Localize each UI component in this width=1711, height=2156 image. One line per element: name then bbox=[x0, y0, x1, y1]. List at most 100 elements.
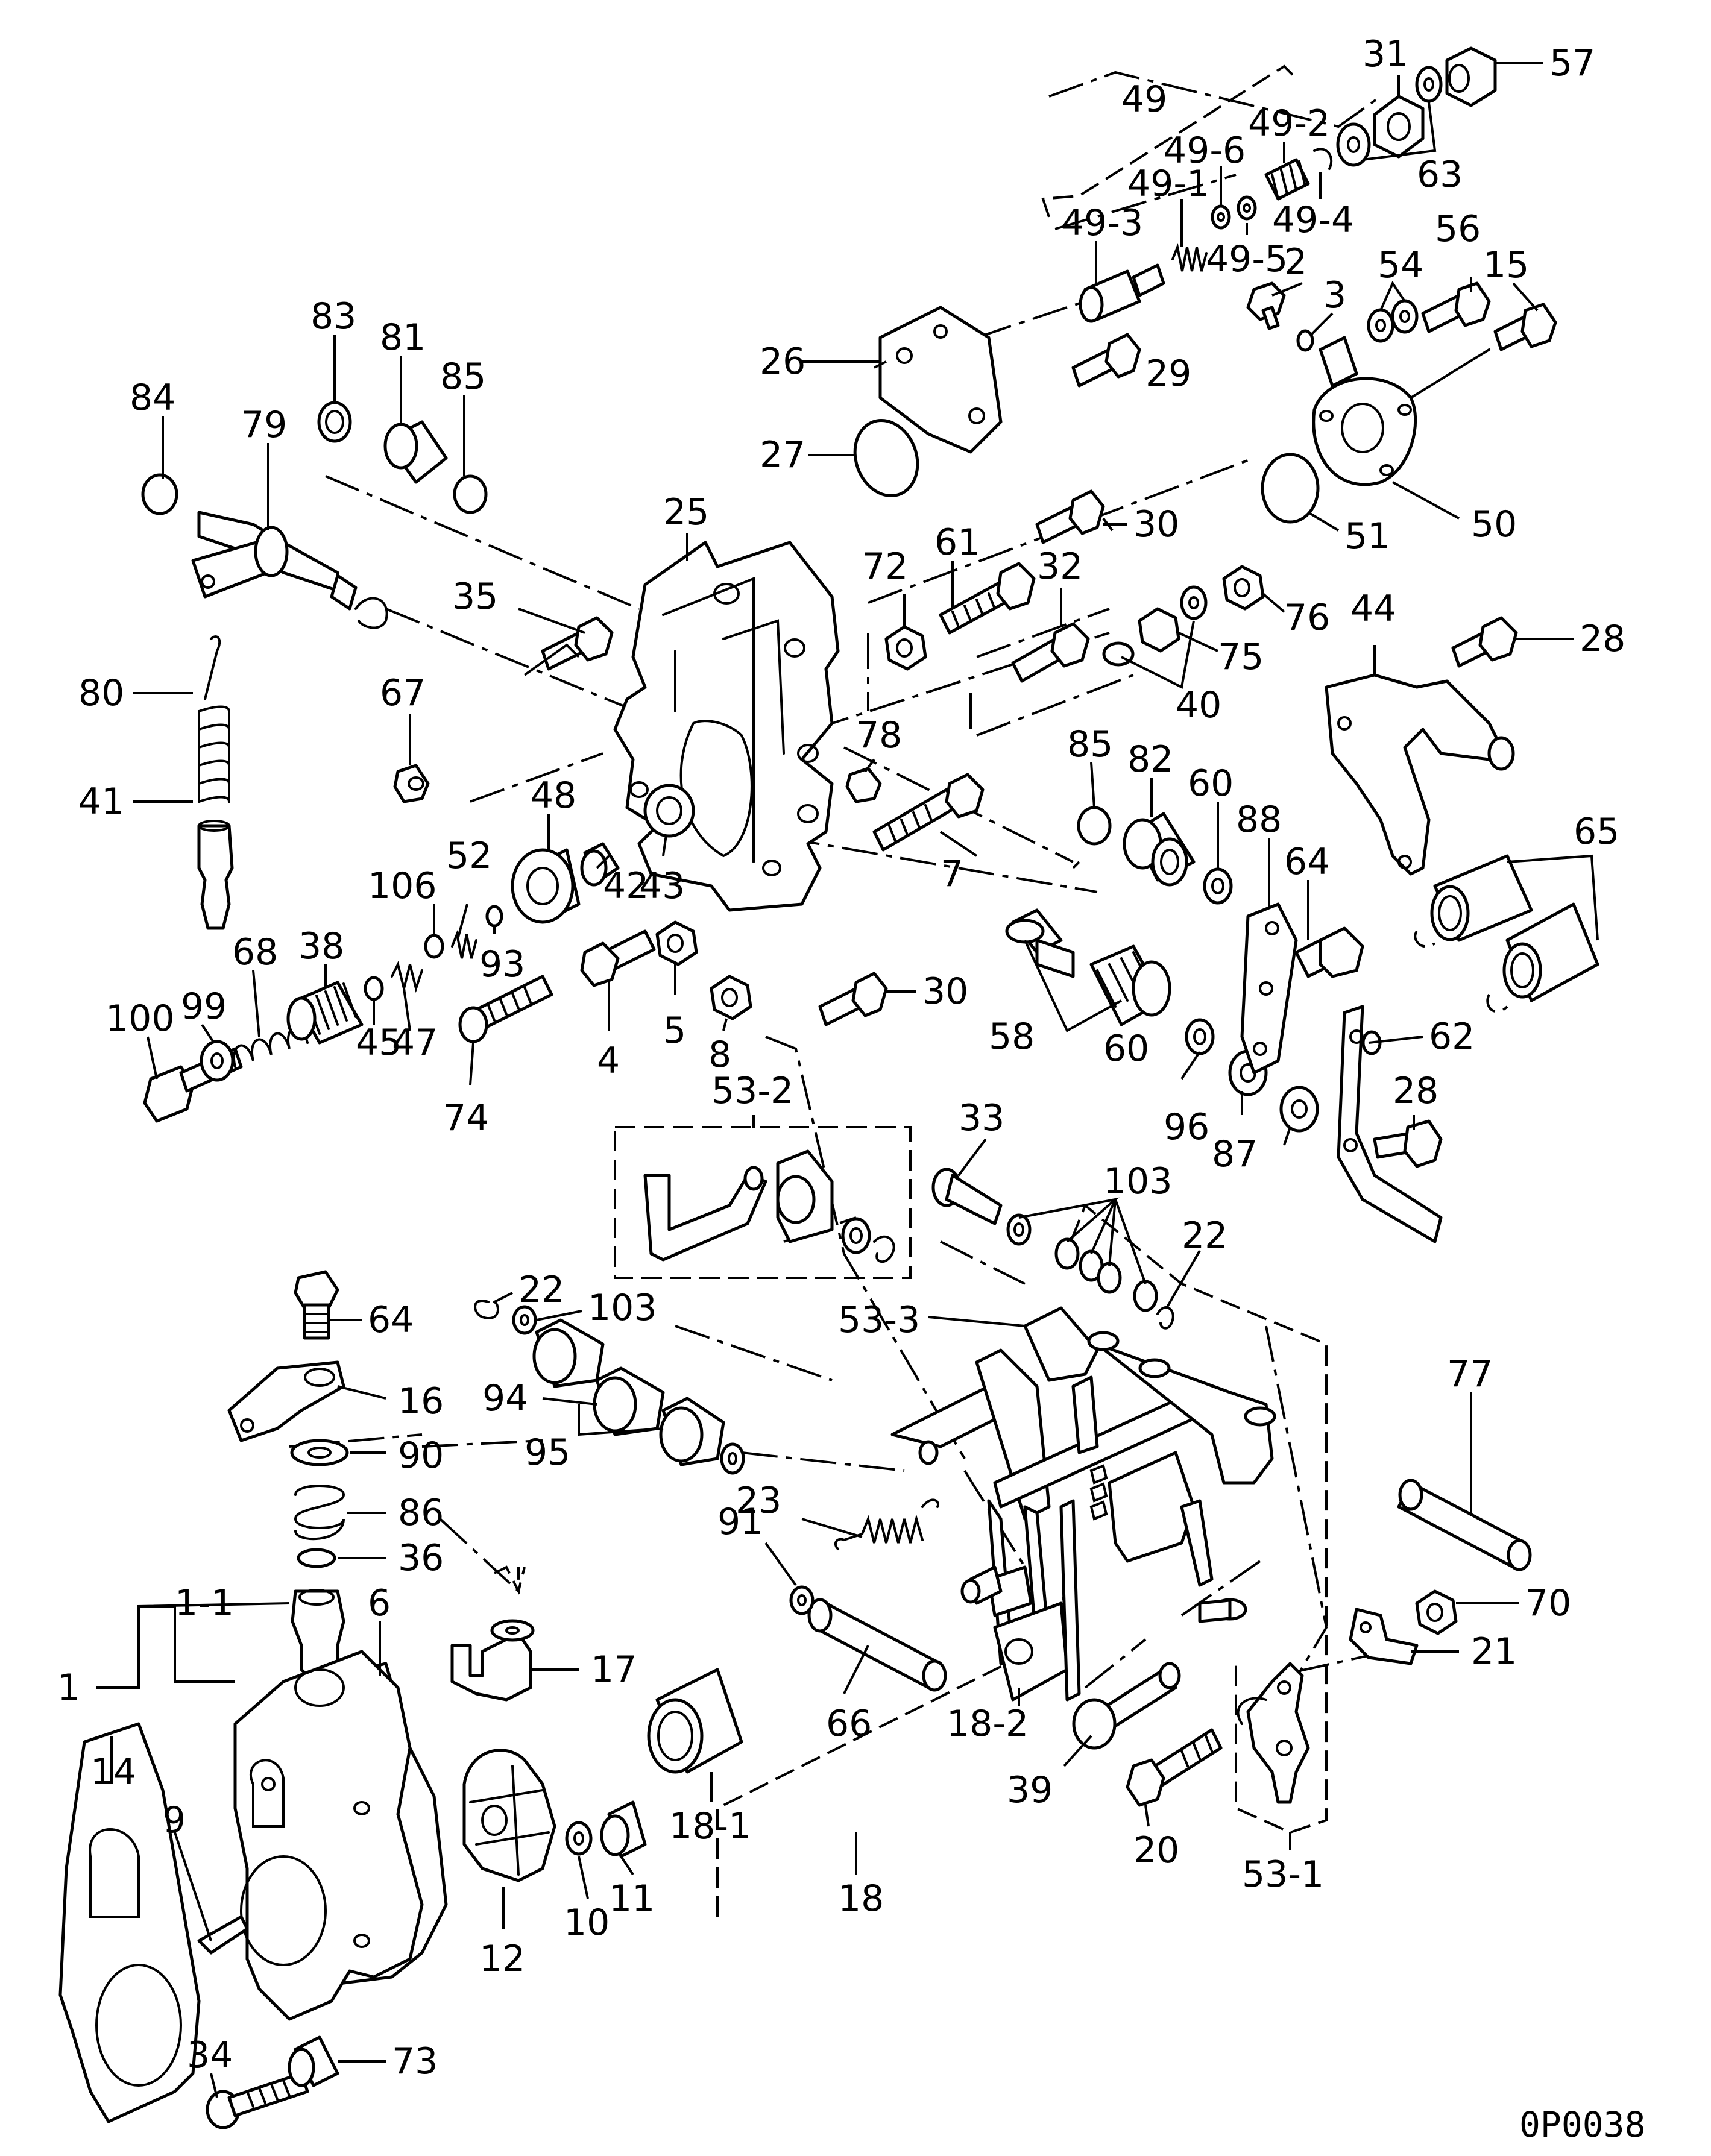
callout-76: 76 bbox=[1284, 597, 1330, 639]
bolt-28-top bbox=[1451, 616, 1518, 668]
sleeve-65 bbox=[1414, 854, 1599, 1013]
sleeve-73 bbox=[288, 2035, 339, 2087]
callout-53-1: 53-1 bbox=[1242, 1853, 1324, 1896]
bushing-43 bbox=[643, 784, 695, 838]
callout-29: 29 bbox=[1145, 353, 1191, 395]
washer-54 bbox=[1367, 299, 1419, 343]
callout-48: 48 bbox=[531, 775, 576, 817]
governor-housing-25 bbox=[613, 541, 840, 912]
callout-53-2: 53-2 bbox=[711, 1070, 793, 1112]
callout-1: 1 bbox=[57, 1667, 80, 1709]
callout-78: 78 bbox=[856, 714, 902, 756]
sleeve-11 bbox=[600, 1800, 647, 1858]
bracket-44 bbox=[1325, 673, 1515, 876]
bushing-42 bbox=[580, 842, 620, 887]
callout-85-right: 85 bbox=[1067, 723, 1113, 765]
callout-79: 79 bbox=[241, 404, 287, 446]
nut-72 bbox=[884, 625, 927, 671]
washer-60a bbox=[1203, 867, 1233, 905]
group-box-17 bbox=[494, 1565, 526, 1595]
callout-100: 100 bbox=[106, 998, 175, 1040]
callout-18-2: 18-2 bbox=[947, 1703, 1029, 1745]
callout-9: 9 bbox=[163, 1799, 186, 1841]
washer-60b bbox=[1185, 1018, 1215, 1055]
screw-30-top bbox=[1035, 489, 1105, 544]
callout-87: 87 bbox=[1212, 1133, 1258, 1175]
callout-45: 45 bbox=[356, 1022, 402, 1064]
callout-35: 35 bbox=[452, 576, 498, 618]
callout-93: 93 bbox=[479, 943, 525, 985]
collars-94-95 bbox=[532, 1318, 745, 1475]
spring-47 bbox=[391, 961, 423, 993]
o-ring-36 bbox=[297, 1548, 336, 1568]
o-ring-51 bbox=[1261, 453, 1320, 524]
washer-63 bbox=[1336, 66, 1443, 167]
callout-4: 4 bbox=[597, 1040, 620, 1082]
callout-28-top: 28 bbox=[1580, 618, 1625, 660]
spring-23 bbox=[834, 1498, 939, 1550]
washer-103-left bbox=[512, 1305, 537, 1335]
callout-74: 74 bbox=[443, 1097, 489, 1139]
plate-21 bbox=[1349, 1608, 1419, 1665]
callout-36: 36 bbox=[398, 1537, 444, 1579]
key-9 bbox=[197, 1915, 249, 1955]
washer-49-5 bbox=[1237, 195, 1257, 221]
callout-72: 72 bbox=[862, 545, 908, 588]
washers-103-right bbox=[1006, 1213, 1174, 1330]
clip-17 bbox=[450, 1619, 535, 1702]
callout-70: 70 bbox=[1525, 1582, 1571, 1624]
cap-nut-57 bbox=[1445, 46, 1497, 107]
callout-8: 8 bbox=[708, 1034, 731, 1076]
bolt-34 bbox=[206, 2072, 309, 2129]
bushing-83 bbox=[317, 401, 352, 443]
callout-2: 2 bbox=[1284, 241, 1307, 283]
callout-66: 66 bbox=[826, 1703, 872, 1745]
callout-16: 16 bbox=[398, 1380, 444, 1422]
callout-28-bottom: 28 bbox=[1393, 1070, 1438, 1112]
callout-60-bottom: 60 bbox=[1103, 1028, 1149, 1070]
bolt-64-left bbox=[294, 1270, 339, 1340]
callout-6: 6 bbox=[368, 1582, 391, 1624]
callout-14: 14 bbox=[90, 1751, 136, 1793]
callout-58: 58 bbox=[989, 1016, 1035, 1058]
cover-plate-26 bbox=[878, 306, 1003, 454]
nut-70 bbox=[1415, 1589, 1458, 1635]
callout-43: 43 bbox=[639, 865, 685, 907]
nut-8 bbox=[710, 975, 752, 1020]
adjuster-58 bbox=[1005, 908, 1171, 1026]
callout-84: 84 bbox=[130, 377, 175, 419]
bushing-53-2 bbox=[776, 1149, 895, 1263]
screw-30-mid bbox=[818, 972, 888, 1026]
callout-26: 26 bbox=[760, 341, 805, 383]
plunger-49-3 bbox=[1079, 263, 1165, 323]
flyweight-12 bbox=[462, 1749, 556, 1882]
callout-18: 18 bbox=[838, 1878, 884, 1920]
diagram-code: 0P0038 bbox=[1519, 2104, 1646, 2145]
screw-29 bbox=[1071, 333, 1141, 388]
callout-27: 27 bbox=[760, 434, 805, 476]
callout-22-right: 22 bbox=[1182, 1215, 1227, 1257]
pin-39 bbox=[1072, 1662, 1181, 1750]
washer-91 bbox=[789, 1585, 815, 1615]
leader-lines bbox=[96, 62, 1599, 2098]
callout-51: 51 bbox=[1344, 515, 1390, 558]
bearing-48 bbox=[511, 848, 581, 924]
callout-34: 34 bbox=[187, 2034, 233, 2076]
screw-61 bbox=[939, 562, 1036, 635]
callouts: 1 1-1 2 3 4 5 6 7 8 9 10 11 12 14 15 16 … bbox=[57, 33, 1625, 2082]
washer-87 bbox=[1279, 1086, 1319, 1133]
callout-52: 52 bbox=[446, 835, 492, 877]
callout-49-5: 49-5 bbox=[1206, 238, 1288, 280]
plate-88 bbox=[1240, 902, 1298, 1075]
washer-99 bbox=[200, 1040, 235, 1082]
callout-25: 25 bbox=[663, 491, 709, 533]
callout-7: 7 bbox=[941, 853, 963, 895]
callout-20: 20 bbox=[1133, 1829, 1179, 1872]
callout-106: 106 bbox=[368, 865, 437, 907]
callout-65: 65 bbox=[1574, 811, 1619, 853]
bolt-20 bbox=[1126, 1728, 1223, 1807]
nut-5 bbox=[655, 920, 698, 966]
callout-40: 40 bbox=[1176, 684, 1221, 726]
callout-38: 38 bbox=[298, 925, 344, 967]
